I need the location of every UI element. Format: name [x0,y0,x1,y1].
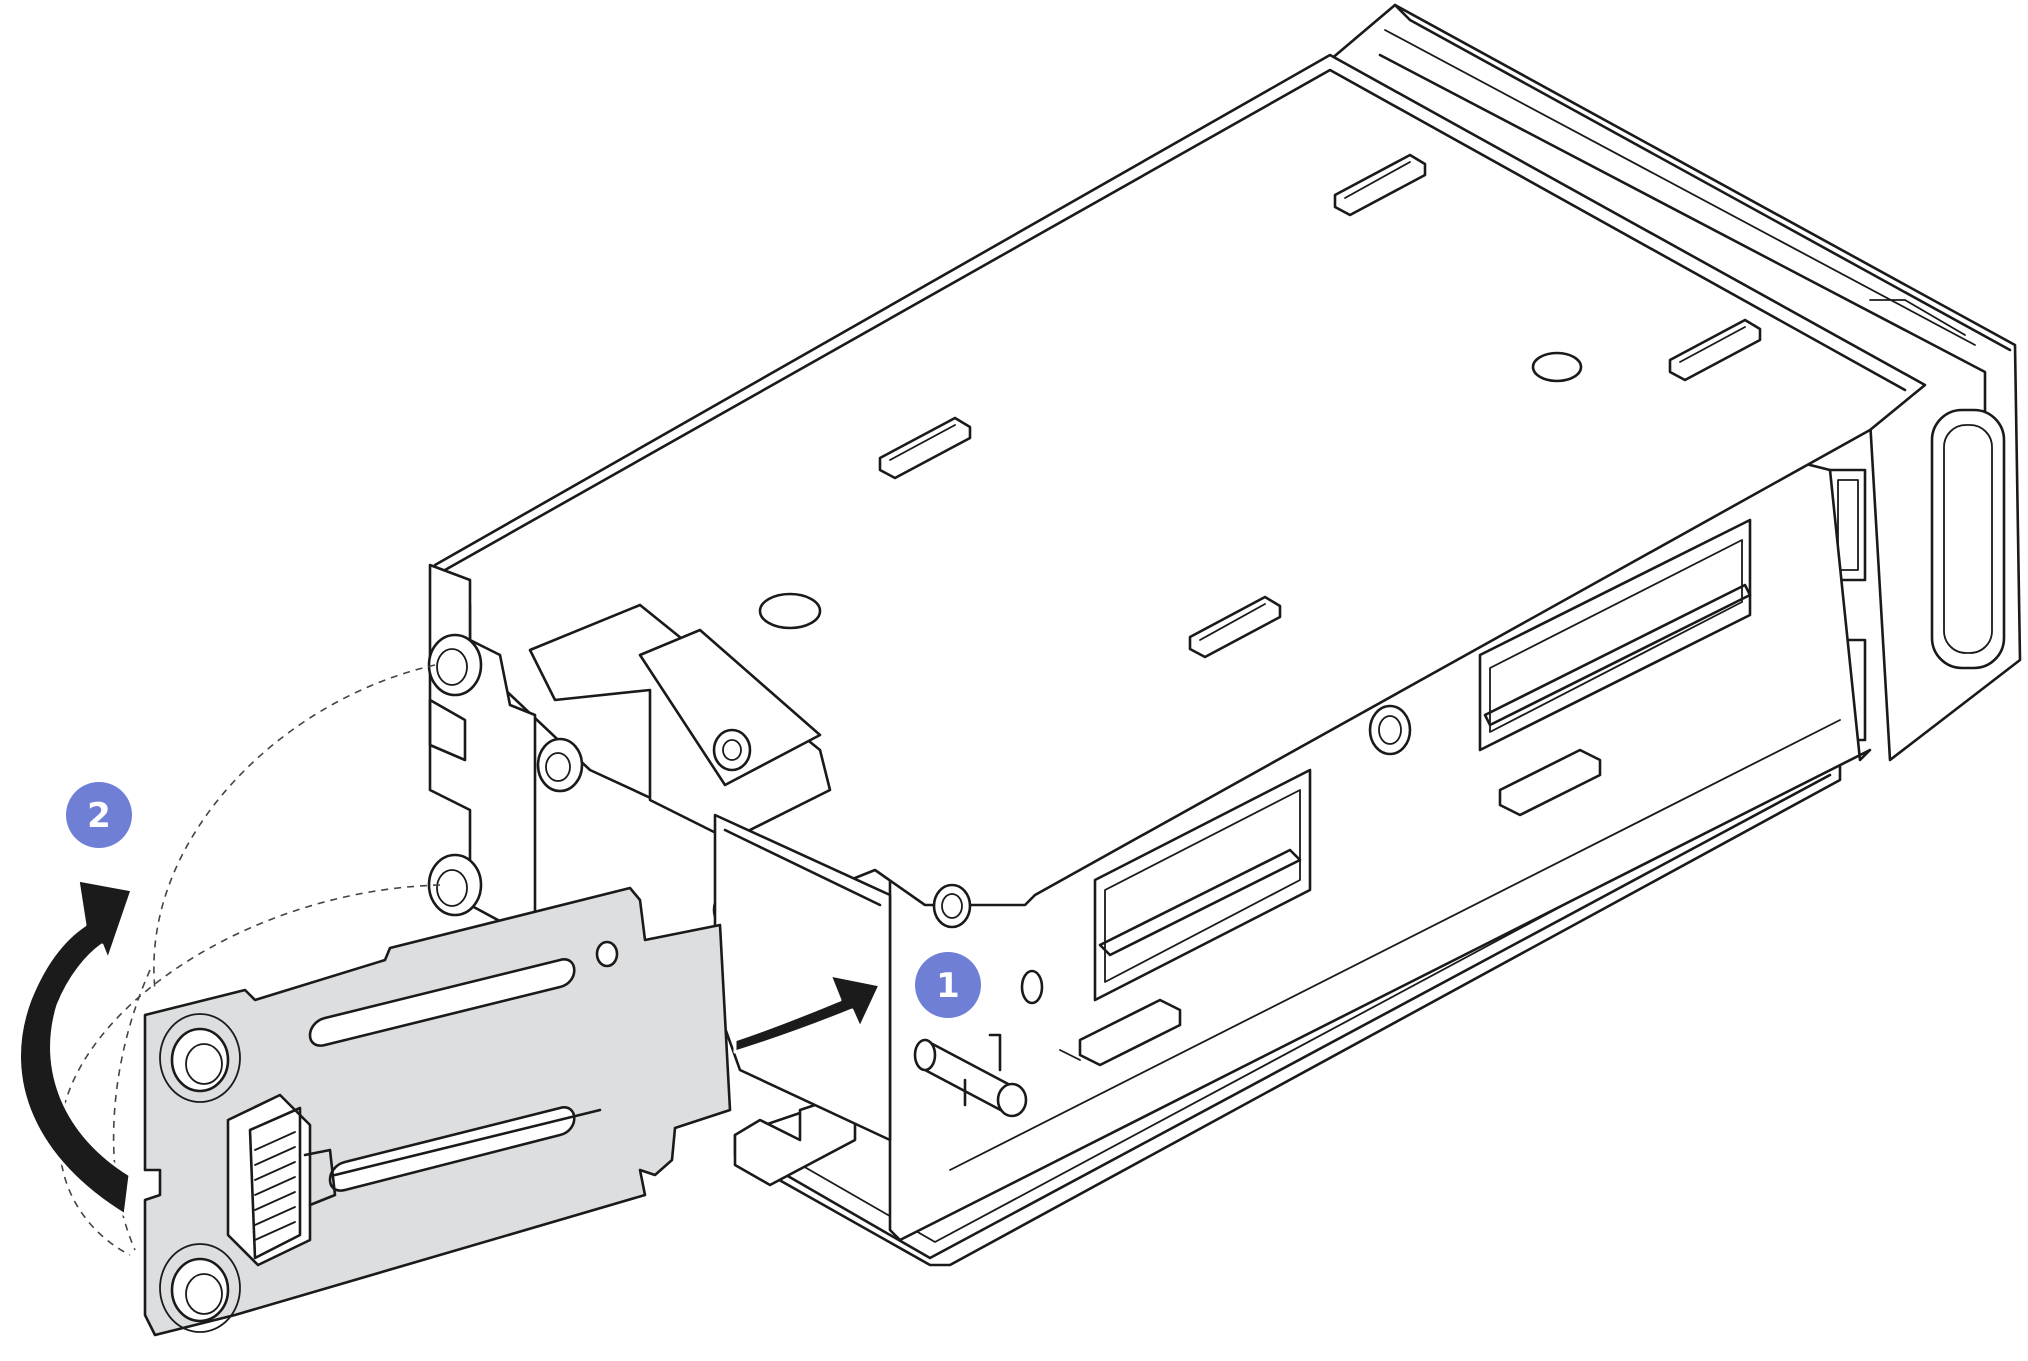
backplane-board [143,886,732,1337]
standoff-lower [427,853,483,917]
board-outline [143,886,732,1337]
bezel-handle [1930,408,2006,670]
cage-end-frame [427,563,1044,1142]
board-connector [226,1093,602,1267]
push-arrow-icon [733,973,882,1054]
board-screw-bottom [159,1243,241,1333]
callout-2: 2 [66,782,132,848]
rotate-arrow-icon [17,878,134,1217]
alignment-guides [58,664,441,1256]
callout-2-label: 2 [87,796,111,836]
callout-1: 1 [915,952,981,1018]
callout-1-label: 1 [936,966,960,1006]
cage-side-wall [888,448,1872,1242]
drive-cage [427,3,2022,1267]
board-screw-top [159,1013,241,1103]
